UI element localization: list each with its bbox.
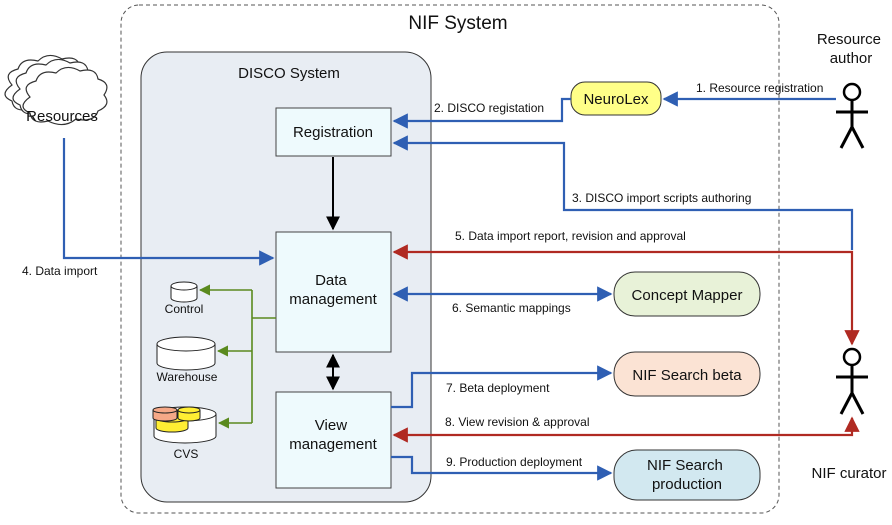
cvs-label: CVS xyxy=(174,447,199,461)
edge-3-arrow xyxy=(392,135,854,250)
nif-search-production-line2: production xyxy=(652,476,722,493)
edge-4-arrow xyxy=(62,138,275,266)
warehouse-label: Warehouse xyxy=(157,370,218,384)
disco-system-title: DISCO System xyxy=(238,65,340,82)
nif-search-production-label: NIF Search production xyxy=(647,457,727,493)
data-management-label: Data management xyxy=(289,272,377,308)
edge-7-label: 7. Beta deployment xyxy=(446,381,550,395)
resources-cloud-icon xyxy=(4,54,108,126)
edge-7-arrow xyxy=(391,365,613,409)
concept-mapper-label: Concept Mapper xyxy=(632,287,743,304)
edge-4-label: 4. Data import xyxy=(22,264,98,278)
cvs-cylinder-icon xyxy=(152,406,217,444)
resource-author-label: Resource author xyxy=(817,31,885,67)
neurolex-label: NeuroLex xyxy=(583,91,649,108)
registration-label: Registration xyxy=(293,124,373,141)
edge-8-arrow xyxy=(392,416,860,443)
registration-box xyxy=(275,107,392,157)
view-management-label: View management xyxy=(289,417,377,453)
storage-connector xyxy=(198,284,276,429)
edge-6-label: 6. Semantic mappings xyxy=(452,301,571,315)
nif-curator-figure-icon xyxy=(836,347,868,415)
resources-label: Resources xyxy=(26,108,98,125)
data-management-line2: management xyxy=(289,291,377,308)
nif-system-frame xyxy=(120,4,780,514)
control-label: Control xyxy=(165,302,204,316)
edge-8-label: 8. View revision & approval xyxy=(445,415,590,429)
resource-author-figure-icon xyxy=(836,82,868,149)
nif-search-production-line1: NIF Search xyxy=(647,457,723,474)
nif-search-beta-node xyxy=(613,351,761,397)
view-management-box xyxy=(275,391,392,489)
nif-search-production-node xyxy=(613,449,761,501)
resource-author-line2: author xyxy=(830,50,873,67)
edge-9-label: 9. Production deployment xyxy=(446,455,583,469)
data-management-box xyxy=(275,231,392,353)
edge-1-label: 1. Resource registration xyxy=(696,81,823,95)
control-cylinder-icon xyxy=(170,281,198,303)
edge-3-label: 3. DISCO import scripts authoring xyxy=(572,191,751,205)
nif-search-beta-label: NIF Search beta xyxy=(632,367,742,384)
edge-5-arrow xyxy=(392,244,860,346)
view-management-line2: management xyxy=(289,436,377,453)
nif-curator-label: NIF curator xyxy=(811,465,886,482)
nif-system-title: NIF System xyxy=(408,13,507,34)
view-management-line1: View xyxy=(315,417,347,434)
edge-2-label: 2. DISCO registation xyxy=(434,101,544,115)
edge-5-label: 5. Data import report, revision and appr… xyxy=(455,229,686,243)
edge-2-arrow xyxy=(392,97,571,129)
warehouse-cylinder-icon xyxy=(156,336,216,371)
resource-author-line1: Resource xyxy=(817,31,881,48)
edge-9-arrow xyxy=(391,455,613,481)
data-management-line1: Data xyxy=(315,272,347,289)
